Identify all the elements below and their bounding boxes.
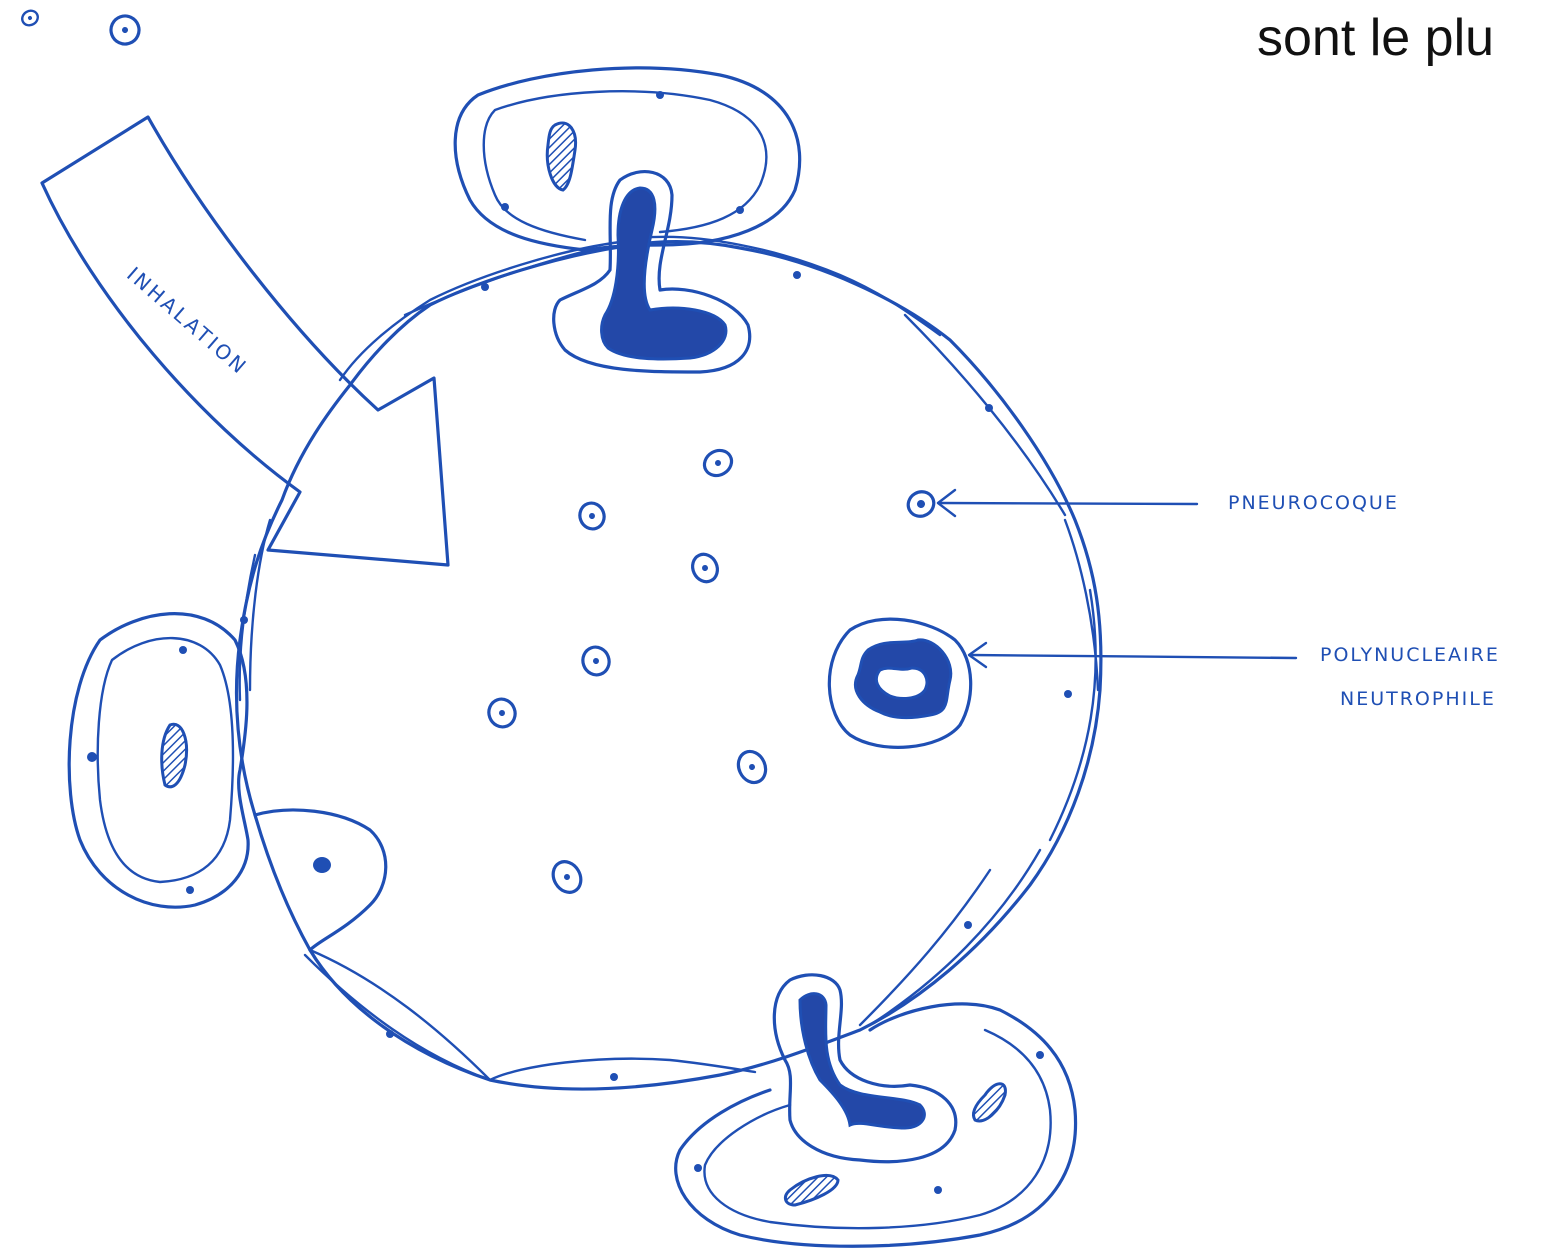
wall-nucleus	[386, 1030, 394, 1038]
wall-nucleus	[985, 404, 993, 412]
wall-nucleus	[240, 616, 248, 624]
caption-text: sont le plu	[1257, 8, 1494, 68]
neutrophil-pointer	[969, 643, 1296, 667]
wall-nucleus	[793, 271, 801, 279]
top-capillary	[455, 68, 800, 372]
pneumococcus-pointer	[938, 490, 1197, 516]
neutrophil-label-line1: POLYNUCLEAIRE	[1320, 644, 1500, 666]
wall-nucleus	[964, 921, 972, 929]
pneumococci	[20, 8, 939, 897]
left-capillary	[69, 614, 386, 950]
alveolar-wall	[236, 237, 1100, 1089]
wall-nucleus	[1064, 690, 1072, 698]
pneumococcus-label: PNEUROCOQUE	[1228, 492, 1399, 514]
neutrophil-label-line2: NEUTROPHILE	[1340, 688, 1496, 710]
wall-nucleus	[610, 1073, 618, 1081]
neutrophil	[829, 619, 970, 747]
wall-nucleus	[481, 283, 489, 291]
bottom-capillary	[676, 975, 1076, 1246]
